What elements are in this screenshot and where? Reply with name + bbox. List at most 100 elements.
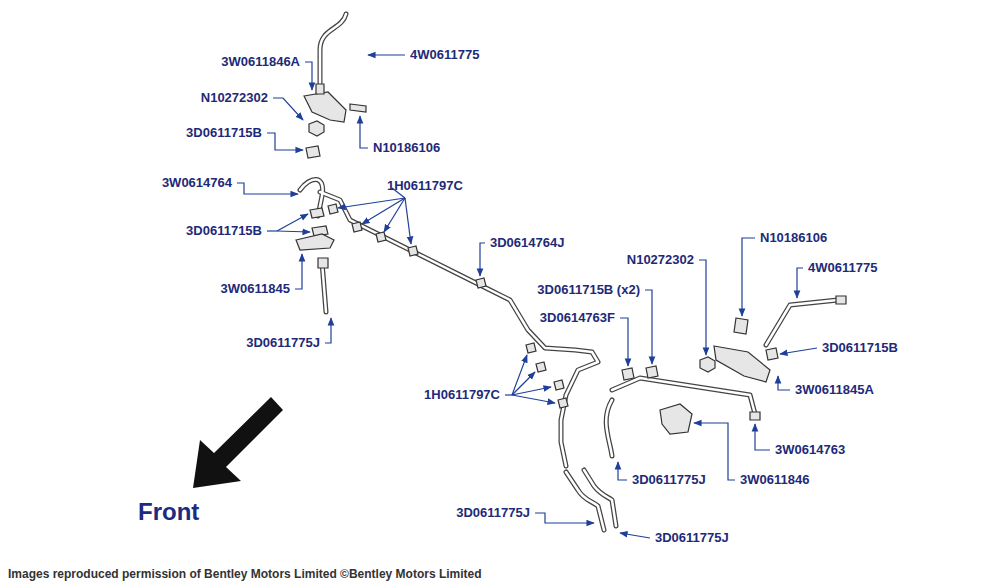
clip	[766, 348, 778, 360]
part-number: 3D0611775J	[456, 505, 530, 521]
part-number: 3W0611845A	[795, 382, 874, 398]
pipe-outline	[300, 14, 838, 530]
clip	[558, 398, 568, 408]
leader-line	[405, 198, 411, 244]
leader-line	[338, 198, 405, 208]
part-number: 3W0611846	[740, 472, 809, 488]
leader-line	[305, 62, 312, 90]
leader-line	[325, 318, 331, 343]
part-number: 1H0611797C	[424, 387, 500, 403]
leader-line	[742, 238, 755, 316]
clip	[408, 246, 418, 256]
bolt	[350, 104, 366, 112]
leader-line	[368, 54, 405, 55]
copyright-caption: Images reproduced permission of Bentley …	[8, 566, 482, 582]
part-number: N10272302	[201, 90, 268, 106]
part-number: 3D0611715B (x2)	[537, 282, 640, 298]
leader-line	[273, 98, 303, 120]
clip	[554, 380, 564, 390]
hose	[322, 262, 326, 312]
clip	[526, 343, 536, 353]
hose	[320, 14, 346, 88]
part-number: 3D0611775J	[655, 530, 729, 546]
pipe-core	[300, 14, 838, 530]
hose	[766, 300, 838, 345]
bracket	[660, 404, 692, 434]
part-number: 3D0611775J	[246, 335, 320, 351]
clip	[646, 366, 658, 378]
clip	[352, 222, 362, 232]
leader-line	[512, 355, 527, 395]
leader-line	[362, 198, 405, 224]
leader-line	[620, 533, 650, 538]
leader-line	[237, 183, 298, 194]
pipe-group	[300, 14, 838, 530]
hose	[322, 262, 326, 312]
leader-line	[480, 243, 485, 276]
leader-line	[277, 231, 310, 232]
leader-line	[620, 318, 628, 366]
leader-group	[237, 55, 817, 538]
main-pipe	[320, 192, 598, 466]
part-number: 1H0611797C	[387, 178, 463, 194]
nut	[309, 121, 324, 136]
part-number: 3D0611715B	[186, 223, 262, 239]
hardware-group	[296, 84, 846, 434]
part-number: N10186106	[373, 140, 440, 156]
leader-line	[780, 348, 817, 354]
leader-line	[267, 133, 303, 150]
clip	[476, 278, 486, 288]
hose	[320, 14, 346, 88]
fitting	[750, 412, 760, 420]
nut	[700, 357, 715, 372]
part-number: 4W0611775	[410, 47, 479, 63]
leader-line	[505, 394, 512, 395]
part-number: 3W0614764	[162, 175, 232, 191]
leader-line	[295, 254, 302, 289]
leader-line	[645, 290, 652, 364]
hose	[584, 470, 616, 526]
bracket	[714, 346, 770, 382]
leader-line	[512, 395, 555, 403]
leader-line	[618, 462, 627, 480]
part-number: 3D0611715B	[822, 340, 898, 356]
leader-line	[778, 376, 790, 390]
hose	[566, 472, 604, 530]
part-number: N10272302	[627, 252, 694, 268]
leader-line	[267, 230, 277, 231]
clip	[310, 208, 324, 218]
clip	[376, 232, 386, 242]
leader-line	[535, 513, 594, 523]
main-pipe	[320, 192, 598, 466]
fitting	[318, 258, 328, 268]
part-number: 3D0611775J	[632, 472, 706, 488]
fitting	[316, 84, 324, 94]
clip	[622, 368, 634, 380]
part-number: 3D0614763F	[540, 310, 615, 326]
leader-line	[360, 116, 368, 148]
leader-line	[797, 268, 803, 298]
hose	[766, 300, 838, 345]
part-number: 3D0611715B	[186, 125, 262, 141]
leader-line	[277, 214, 308, 231]
part-number: 3W0614763	[775, 442, 845, 458]
fitting	[836, 296, 846, 304]
leader-line	[512, 387, 551, 395]
bracket	[296, 234, 334, 250]
clip	[328, 204, 338, 214]
leader-line	[384, 198, 405, 232]
leader-line	[755, 424, 770, 450]
bracket	[304, 92, 346, 122]
front-arrow	[193, 397, 283, 488]
part-number: 3D0614764J	[490, 235, 564, 251]
bolt	[734, 318, 748, 334]
hose	[606, 400, 612, 456]
hose	[606, 400, 612, 456]
clip	[536, 362, 546, 372]
leader-line	[694, 423, 735, 480]
part-number: 4W0611775	[808, 260, 877, 276]
clip	[306, 146, 320, 158]
direction-label: Front	[138, 498, 199, 526]
part-number: N10186106	[760, 230, 827, 246]
